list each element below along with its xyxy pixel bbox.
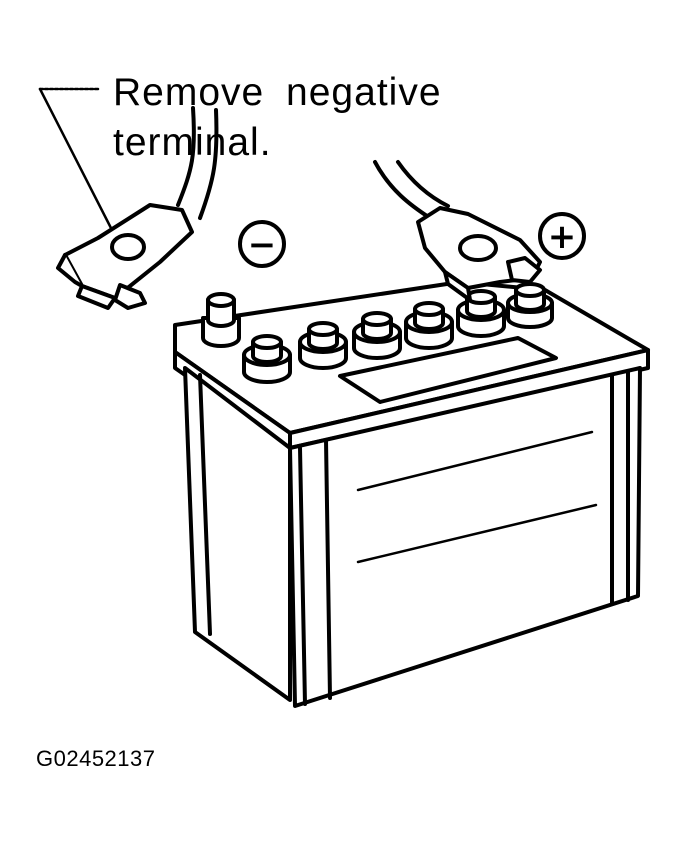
callout-line-1: Remove negative xyxy=(113,71,442,114)
negative-clamp xyxy=(56,203,194,310)
cell-cap-3 xyxy=(352,311,402,360)
cell-cap-5 xyxy=(456,289,506,338)
positive-symbol: + xyxy=(538,212,586,260)
callout-leader-line xyxy=(38,87,115,234)
cell-cap-6 xyxy=(506,282,554,329)
negative-cable xyxy=(176,106,219,220)
positive-clamp xyxy=(416,206,542,302)
cell-cap-1 xyxy=(242,334,292,384)
positive-cable xyxy=(373,160,450,220)
negative-terminal-post xyxy=(201,292,241,348)
cell-cap-2 xyxy=(298,321,348,370)
negative-symbol: − xyxy=(238,220,286,268)
negative-sign: − xyxy=(248,225,277,265)
positive-sign: + xyxy=(548,217,577,257)
cell-cap-4 xyxy=(404,301,454,350)
figure-id: G02452137 xyxy=(36,746,156,771)
